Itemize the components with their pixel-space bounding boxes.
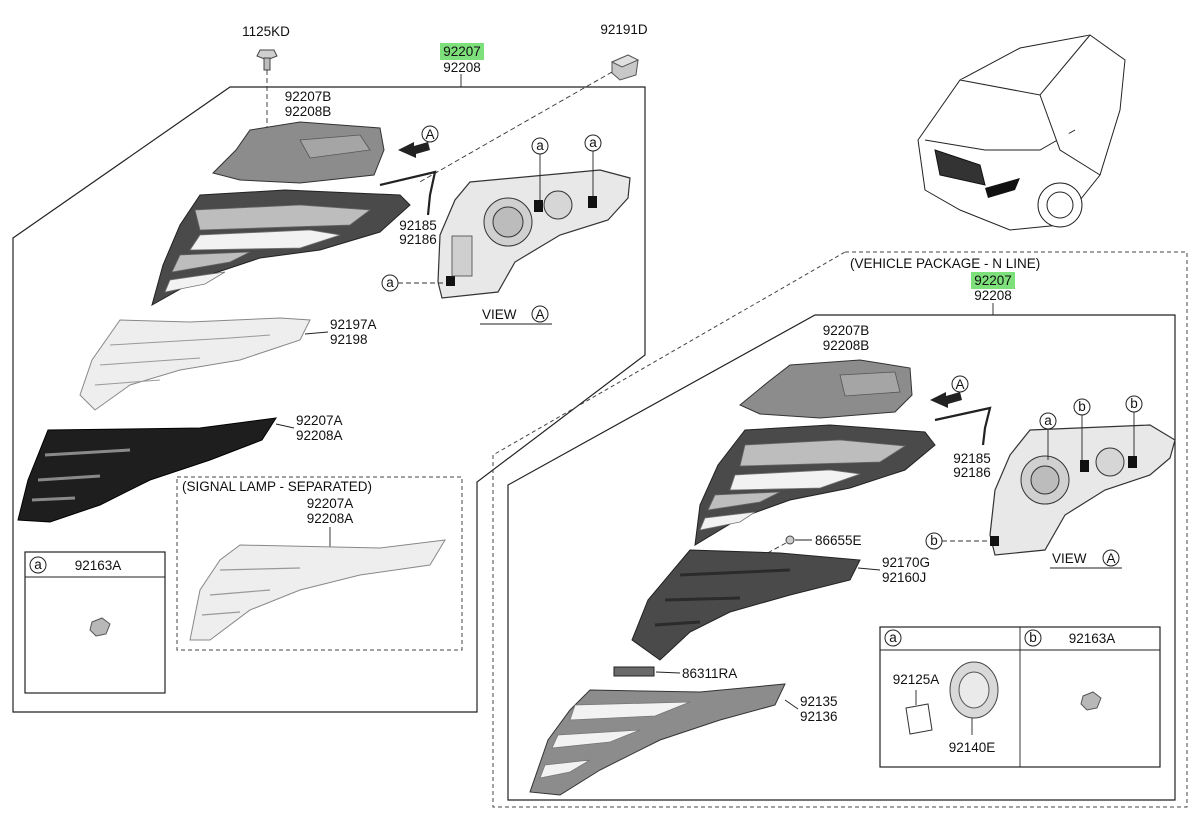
right-callout-b1: b bbox=[1078, 399, 1086, 414]
left-main-part-b: 92208 bbox=[443, 60, 481, 75]
left-callout-a1: a bbox=[536, 138, 544, 153]
right-legend: a b 92163A 92125A 92140E bbox=[879, 626, 1161, 768]
left-main-highlight bbox=[440, 43, 484, 60]
right-cover-b: 92208B bbox=[823, 338, 870, 353]
bolt-part bbox=[256, 49, 278, 71]
right-legend-a-cap: 92140E bbox=[949, 740, 996, 755]
left-view-arrow: A bbox=[398, 125, 439, 158]
left-garnish-b: 92208A bbox=[296, 428, 343, 443]
screw-part bbox=[785, 535, 795, 545]
right-callout-b3: b bbox=[930, 533, 938, 548]
right-view-letter: A bbox=[1106, 551, 1115, 566]
left-garnish-a: 92207A bbox=[296, 413, 343, 428]
left-callout-a2: a bbox=[589, 135, 597, 150]
left-garnish-leader bbox=[275, 423, 295, 429]
gasket-icon bbox=[905, 703, 933, 735]
left-bezel-a: 92197A bbox=[330, 317, 377, 332]
left-main-part-a: 92207 bbox=[443, 44, 481, 59]
left-lamp-assembly bbox=[151, 189, 411, 307]
signal-part-b: 92208A bbox=[307, 511, 354, 526]
right-main-highlight bbox=[971, 272, 1015, 289]
left-panel: 92207 92208 1125KD 92191D 92207B 92208B … bbox=[12, 22, 648, 713]
left-legend-a-part: 92163A bbox=[75, 558, 122, 573]
right-arrow-letter: A bbox=[955, 377, 964, 392]
signal-box-title: (SIGNAL LAMP - SEPARATED) bbox=[182, 479, 372, 494]
clip-part bbox=[610, 54, 640, 81]
car-illustration bbox=[917, 34, 1126, 231]
right-garnish-b: 92136 bbox=[800, 709, 838, 724]
left-view-label: VIEW bbox=[482, 307, 517, 322]
left-housing-view bbox=[437, 169, 631, 299]
svg-text:A: A bbox=[425, 127, 434, 142]
right-cover-a: 92207B bbox=[823, 323, 870, 338]
right-view-arrow: A bbox=[930, 375, 969, 408]
left-callout-a3: a bbox=[386, 275, 394, 290]
clip-leader bbox=[417, 71, 613, 184]
right-housing-view bbox=[989, 424, 1176, 556]
right-bezel-part bbox=[631, 549, 861, 661]
bracket-part bbox=[613, 666, 655, 677]
right-bezel-b: 92160J bbox=[882, 570, 926, 585]
left-garnish-part bbox=[17, 417, 277, 523]
right-legend-a-letter: a bbox=[889, 630, 897, 645]
right-bezel-a: 92170G bbox=[882, 555, 930, 570]
left-legend-a: a 92163A bbox=[24, 551, 166, 694]
left-bezel-leader bbox=[304, 331, 329, 335]
left-bezel-part bbox=[79, 317, 311, 411]
left-cover-b: 92208B bbox=[285, 104, 332, 119]
right-cover-part bbox=[739, 359, 913, 419]
right-legend-b-letter: b bbox=[1029, 630, 1037, 645]
right-strip-b: 92186 bbox=[953, 465, 991, 480]
package-title: (VEHICLE PACKAGE - N LINE) bbox=[850, 256, 1040, 271]
right-main-part-b: 92208 bbox=[974, 288, 1012, 303]
right-strip-a: 92185 bbox=[953, 451, 991, 466]
right-panel: (VEHICLE PACKAGE - N LINE) 92207 92208 9… bbox=[492, 34, 1188, 808]
left-legend-a-icon bbox=[89, 617, 111, 637]
right-lamp-assembly bbox=[694, 424, 936, 546]
left-view-letter: A bbox=[535, 307, 544, 322]
left-legend-a-letter: a bbox=[34, 557, 42, 572]
right-frame bbox=[507, 314, 1176, 801]
package-frame bbox=[492, 251, 1188, 808]
left-strip-b: 92186 bbox=[399, 232, 437, 247]
right-view-label: VIEW bbox=[1052, 551, 1087, 566]
right-callout-a: a bbox=[1044, 413, 1052, 428]
left-cover-a: 92207B bbox=[285, 89, 332, 104]
right-garnish-part bbox=[529, 683, 786, 796]
right-garnish-leader bbox=[784, 699, 799, 710]
screw-label: 86655E bbox=[815, 533, 862, 548]
right-legend-b-icon bbox=[1080, 691, 1102, 711]
clip-label: 92191D bbox=[600, 22, 648, 37]
right-strip-part bbox=[934, 406, 992, 446]
bracket-leader bbox=[655, 671, 681, 674]
left-frame bbox=[12, 86, 646, 713]
left-cover-part bbox=[212, 121, 385, 184]
right-main-part-a: 92207 bbox=[974, 273, 1012, 288]
right-garnish-a: 92135 bbox=[800, 694, 838, 709]
signal-box bbox=[176, 476, 463, 651]
right-legend-a-gasket: 92125A bbox=[893, 672, 940, 687]
left-strip-a: 92185 bbox=[399, 218, 437, 233]
right-bezel-leader bbox=[857, 567, 881, 571]
signal-part-a: 92207A bbox=[307, 496, 354, 511]
signal-garnish-part bbox=[189, 539, 446, 641]
right-legend-b-part: 92163A bbox=[1069, 631, 1116, 646]
bolt-label: 1125KD bbox=[242, 24, 290, 39]
cap-icon bbox=[949, 661, 999, 719]
left-bezel-b: 92198 bbox=[330, 332, 368, 347]
right-callout-b2: b bbox=[1130, 396, 1138, 411]
left-strip-part bbox=[379, 170, 437, 216]
bracket-label: 86311RA bbox=[682, 666, 737, 681]
